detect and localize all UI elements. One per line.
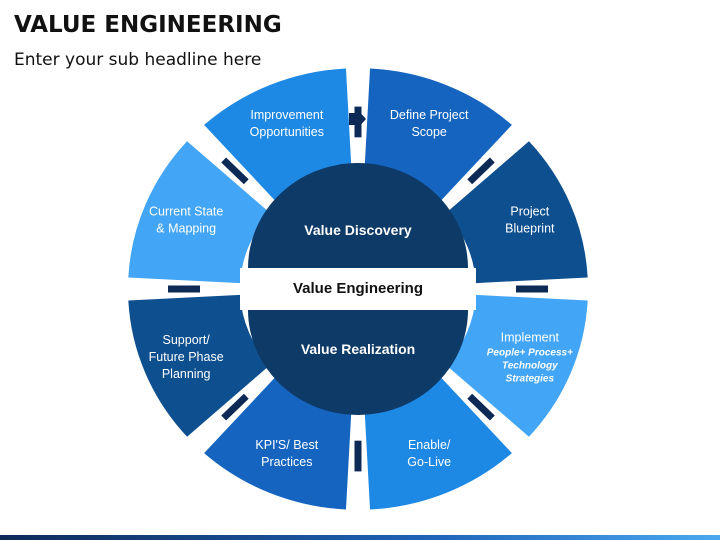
segment-enable-go-live [364, 373, 512, 510]
segment-kpis-best-practices [204, 373, 352, 510]
value-realization-label: Value Realization [301, 341, 415, 357]
segment-label-line: KPI'S/ Best [255, 438, 318, 452]
segment-connector [467, 157, 495, 185]
page-title: VALUE ENGINEERING [14, 12, 282, 38]
arrow-right-icon [349, 109, 366, 129]
segment-implement [445, 294, 588, 437]
segment-project-blueprint [445, 141, 588, 284]
segment-label-line: Improvement [250, 108, 323, 122]
segment-current-state-mapping [128, 141, 271, 284]
segment-label-line: Practices [261, 455, 312, 469]
segment-label-enable-go-live: Enable/Go-Live [407, 438, 451, 469]
page-subtitle: Enter your sub headline here [14, 50, 262, 70]
segment-sublabel-line: Strategies [506, 373, 555, 384]
value-discovery-label: Value Discovery [304, 222, 412, 238]
segment-connector [221, 157, 249, 185]
segment-label-current-state-mapping: Current State & Mapping [149, 205, 223, 236]
segment-label-line: Implement [501, 330, 560, 344]
segment-improvement-opportunities [204, 68, 352, 205]
segment-connector [467, 393, 495, 421]
hub-top-half [248, 163, 468, 268]
segment-label-line: Enable/ [408, 438, 451, 452]
value-engineering-label: Value Engineering [293, 280, 423, 297]
segment-label-line: Future Phase [149, 350, 224, 364]
segment-connector [221, 393, 249, 421]
segment-sublabel-line: Technology [502, 360, 558, 371]
hub-bottom-half [248, 310, 468, 415]
segment-label-line: Blueprint [505, 222, 555, 236]
segment-label-line: Go-Live [407, 455, 451, 469]
segment-label-line: Scope [411, 125, 446, 139]
hub-middle-band [240, 268, 476, 310]
segment-label-line: Define Project [390, 108, 469, 122]
segment-sublabel-line: People+ Process+ [487, 347, 573, 358]
footer-gradient-bar [0, 535, 720, 540]
segment-label-line: Current State [149, 205, 223, 219]
segment-label-line: Support/ [163, 333, 211, 347]
segment-support-future-phase-planning [128, 294, 271, 437]
segment-label-line: & Mapping [156, 222, 216, 236]
segment-define-project-scope [364, 68, 512, 205]
segment-label-line: Opportunities [250, 125, 324, 139]
hub: Value Discovery Value Engineering Value … [240, 163, 476, 415]
segment-label-line: Project [510, 205, 549, 219]
segment-label-line: Planning [162, 367, 211, 381]
